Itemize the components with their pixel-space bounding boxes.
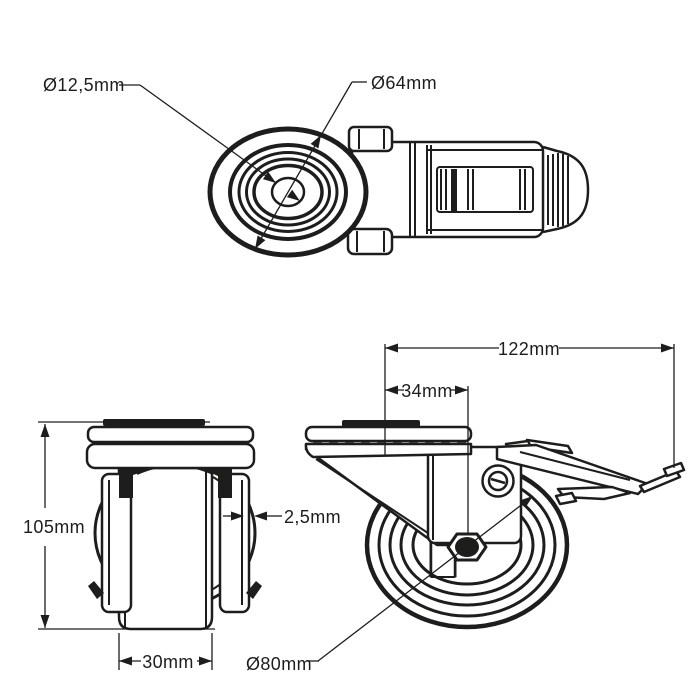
dim-wheel-diameter: Ø80mm	[246, 495, 534, 674]
dim-hole-diameter: Ø12,5mm	[43, 75, 300, 201]
front-view-drawing	[38, 419, 262, 631]
side-plate-pad	[342, 420, 420, 427]
dim-plate-diameter: Ø64mm	[254, 73, 437, 250]
label-wheel-width: 30mm	[142, 652, 194, 672]
arrowhead	[231, 511, 244, 521]
top-nut-upper	[347, 125, 394, 153]
dim-bolt-offset: 34mm	[385, 381, 469, 533]
label-wheel-diameter: Ø80mm	[246, 654, 312, 674]
label-plate-diameter: Ø64mm	[371, 73, 437, 93]
side-view-drawing	[304, 420, 686, 630]
arrowhead	[385, 343, 398, 353]
dim-wheel-width: 30mm	[118, 633, 213, 672]
arrowhead	[119, 656, 132, 666]
top-wheel-tread	[542, 145, 590, 234]
top-plate-center-hole	[270, 176, 306, 208]
label-wall-thickness: 2,5mm	[284, 507, 341, 527]
arrowhead	[520, 496, 533, 508]
arrowhead	[254, 511, 267, 521]
label-bolt-offset: 34mm	[401, 381, 453, 401]
top-housing	[350, 140, 545, 239]
front-plate-lower	[85, 442, 256, 470]
front-plate-pad	[103, 419, 205, 426]
label-hole-diameter: Ø12,5mm	[43, 75, 125, 95]
arrowhead	[661, 343, 674, 353]
arrowhead	[455, 385, 468, 395]
dim-length: 122mm	[384, 339, 675, 468]
label-height: 105mm	[23, 517, 85, 537]
arrowhead	[262, 171, 276, 183]
dim-height: 105mm	[23, 424, 215, 630]
arrowhead	[385, 385, 398, 395]
side-plate-lower	[304, 442, 473, 459]
arrowhead	[286, 189, 300, 201]
top-nut-lower	[346, 227, 394, 256]
side-plate-upper	[304, 425, 473, 443]
top-view-drawing	[207, 125, 590, 258]
dim-wall-thickness: 2,5mm	[223, 507, 341, 527]
arrowhead	[40, 424, 50, 437]
top-housing-window	[436, 166, 534, 213]
arrowhead	[199, 656, 212, 666]
arrowhead	[255, 235, 266, 249]
arrowhead	[40, 615, 50, 628]
front-plate-upper	[86, 425, 255, 444]
label-overall-length: 122mm	[498, 339, 560, 359]
arrowhead	[310, 135, 321, 149]
